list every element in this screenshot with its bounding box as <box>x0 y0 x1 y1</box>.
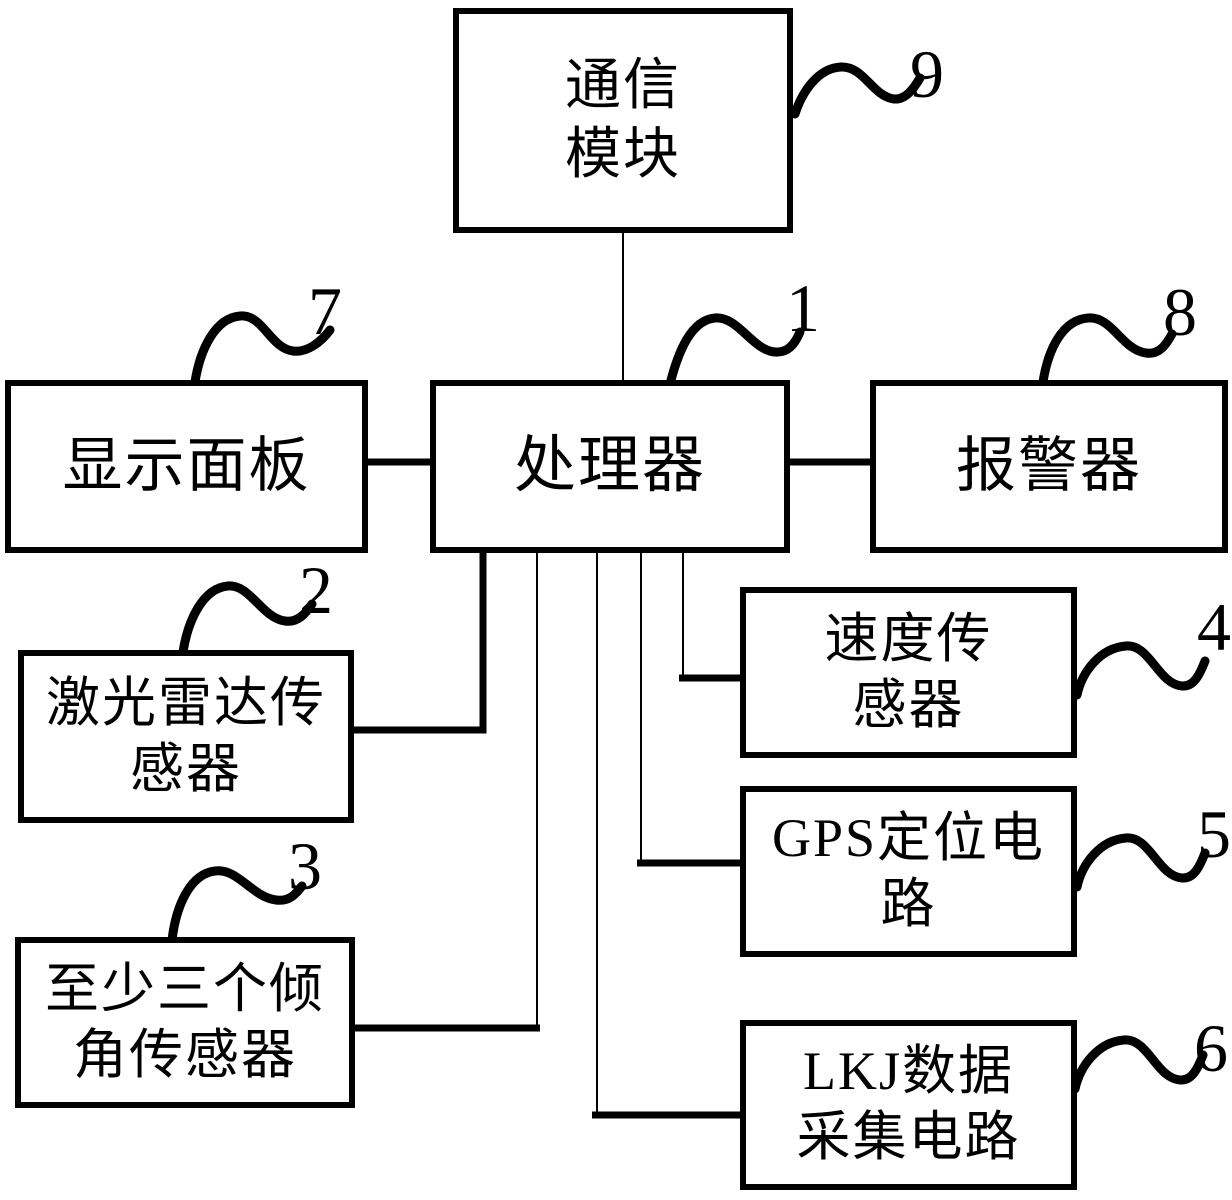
block-lkj-circuit: LKJ数据 采集电路 <box>740 1020 1077 1190</box>
leader-curve-8 <box>1038 313 1177 387</box>
leader-curve-9 <box>790 62 925 119</box>
block-lidar-sensor-line2: 感器 <box>130 738 242 799</box>
ref-number-2: 2 <box>299 552 333 628</box>
block-processor: 处理器 <box>430 380 790 553</box>
block-communication-module-line1: 通信 <box>565 55 681 118</box>
ref-number-1: 1 <box>786 270 820 346</box>
block-display-panel-line1: 显示面板 <box>62 432 311 499</box>
ref-number-5: 5 <box>1197 796 1231 872</box>
block-lidar-sensor: 激光雷达传 感器 <box>18 650 354 823</box>
leader-curve-3 <box>167 866 307 945</box>
ref-number-8: 8 <box>1163 274 1197 350</box>
block-alarm-line1: 报警器 <box>956 432 1142 499</box>
block-speed-sensor-line1: 速度传 <box>824 608 993 669</box>
block-gps-circuit: GPS定位电 路 <box>740 786 1077 957</box>
block-speed-sensor: 速度传 感器 <box>740 587 1077 758</box>
ref-number-7: 7 <box>308 273 342 349</box>
block-tilt-sensors-line2: 角传感器 <box>73 1024 297 1085</box>
block-tilt-sensors: 至少三个倾 角传感器 <box>15 937 355 1108</box>
block-display-panel: 显示面板 <box>5 380 368 553</box>
block-speed-sensor-line2: 感器 <box>852 674 965 735</box>
leader-curve-2 <box>178 581 317 657</box>
leader-curve-1 <box>665 313 805 389</box>
ref-number-6: 6 <box>1194 1010 1228 1086</box>
block-processor-line1: 处理器 <box>513 431 706 500</box>
leader-curve-4 <box>1072 641 1210 700</box>
ref-number-9: 9 <box>910 36 944 112</box>
ref-number-4: 4 <box>1197 589 1231 665</box>
block-gps-circuit-line1: GPS定位电 <box>771 807 1046 868</box>
leader-curve-5 <box>1072 833 1210 892</box>
leader-curve-6 <box>1070 1035 1208 1094</box>
connector-processor-lidar <box>352 551 487 734</box>
block-lkj-circuit-line2: 采集电路 <box>796 1107 1021 1167</box>
block-gps-circuit-line2: 路 <box>880 873 937 934</box>
block-lkj-circuit-line1: LKJ数据 <box>803 1041 1014 1102</box>
block-lidar-sensor-line1: 激光雷达传 <box>46 672 326 733</box>
ref-number-3: 3 <box>288 828 322 904</box>
block-communication-module-line2: 模块 <box>565 123 681 186</box>
block-tilt-sensors-line1: 至少三个倾 <box>45 958 325 1019</box>
block-communication-module: 通信 模块 <box>453 8 793 233</box>
leader-curve-7 <box>190 311 335 387</box>
block-alarm: 报警器 <box>870 380 1228 553</box>
